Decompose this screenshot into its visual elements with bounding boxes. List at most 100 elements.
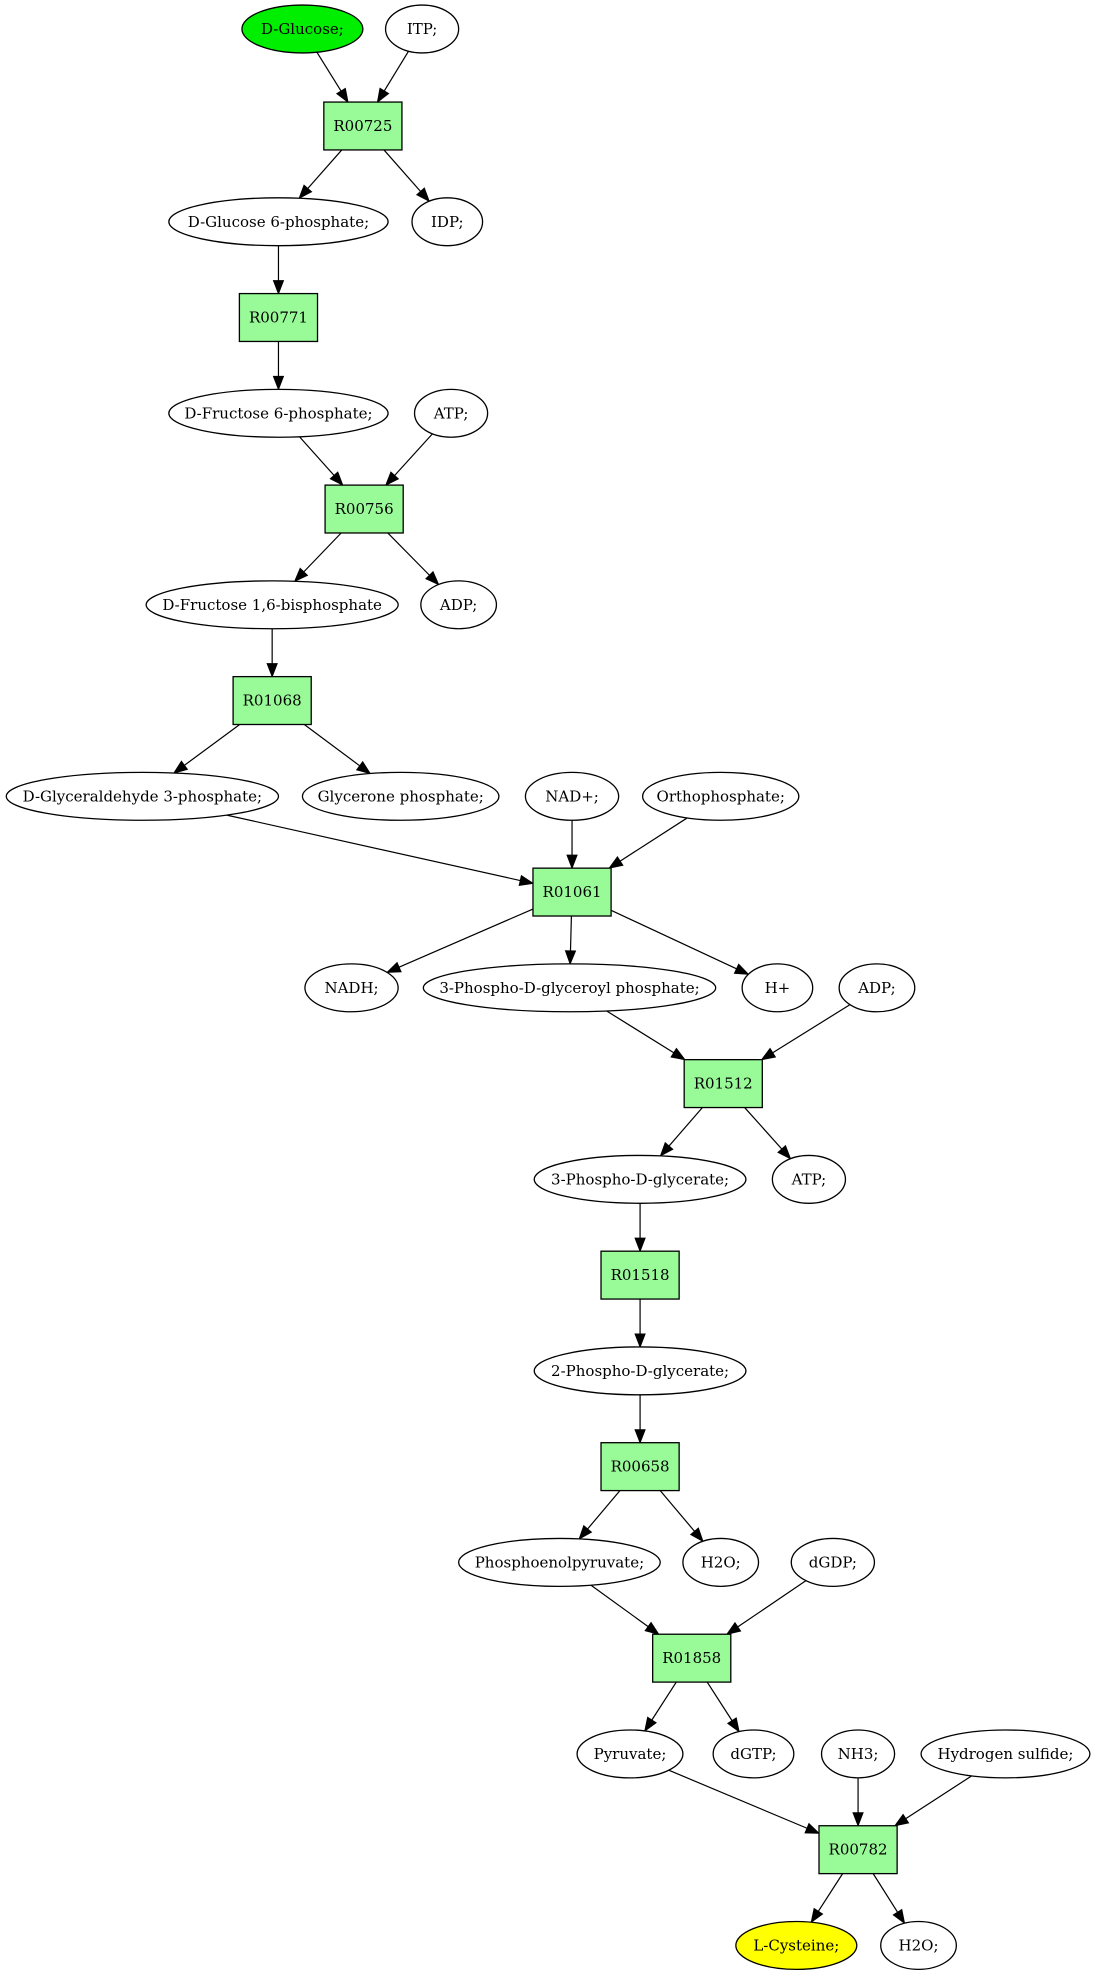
- reaction-node-r01068[interactable]: R01068: [232, 675, 312, 726]
- edge-r00782-to-c_cys: [810, 1873, 844, 1924]
- edge-line: [398, 908, 534, 968]
- reaction-node-r01518[interactable]: R01518: [600, 1250, 680, 1300]
- reaction-box: [532, 867, 612, 917]
- compound-node-c_pyr[interactable]: Pyruvate;: [576, 1729, 684, 1779]
- reaction-box: [683, 1059, 763, 1109]
- compound-node-c_g6p[interactable]: D-Glucose 6-phosphate;: [168, 197, 389, 247]
- compound-ellipse: [771, 1154, 847, 1204]
- node-label: R00771: [249, 309, 308, 327]
- compound-ellipse: [145, 580, 399, 630]
- compound-node-c_atp2[interactable]: ATP;: [771, 1154, 847, 1204]
- compound-ellipse: [712, 1729, 795, 1779]
- compound-node-c_pi[interactable]: Orthophosphate;: [641, 771, 800, 821]
- compound-node-c_pep[interactable]: Phosphoenolpyruvate;: [457, 1537, 661, 1587]
- compound-node-c_atp1[interactable]: ATP;: [413, 388, 489, 438]
- reaction-node-r00756[interactable]: R00756: [324, 484, 404, 534]
- edge-line: [668, 1107, 703, 1147]
- edge-line: [383, 149, 422, 192]
- compound-node-c_h[interactable]: H+: [741, 963, 814, 1013]
- edge-r01068-to-c_dhap: [303, 724, 372, 775]
- compound-node-c_fbp[interactable]: D-Fructose 1,6-bisphosphate: [145, 580, 399, 630]
- compound-node-c_3pg[interactable]: 3-Phospho-D-glycerate;: [533, 1154, 747, 1204]
- compound-node-c_nadh[interactable]: NADH;: [304, 963, 399, 1013]
- node-label: R00782: [829, 1841, 888, 1859]
- compound-node-c_bpg[interactable]: 3-Phospho-D-glyceroyl phosphate;: [422, 963, 717, 1013]
- node-label: NADH;: [324, 979, 378, 997]
- reaction-node-r00782[interactable]: R00782: [818, 1825, 898, 1875]
- arrowhead-icon: [518, 874, 535, 887]
- edge-r01068-to-c_gap: [172, 724, 241, 774]
- reaction-node-r01512[interactable]: R01512: [683, 1059, 763, 1109]
- compound-ellipse: [838, 963, 916, 1013]
- reaction-node-r01061[interactable]: R01061: [532, 867, 612, 917]
- reaction-box: [232, 675, 312, 726]
- edge-c_3pg-to-r01518: [634, 1203, 646, 1253]
- compound-node-c_glucose[interactable]: D-Glucose;: [241, 4, 364, 54]
- edge-line: [651, 1681, 677, 1721]
- arrowhead-icon: [566, 854, 578, 870]
- node-label: ADP;: [857, 979, 895, 997]
- node-label: H2O;: [701, 1553, 741, 1571]
- arrowhead-icon: [689, 1527, 704, 1543]
- compound-ellipse: [682, 1537, 760, 1587]
- arrowhead-icon: [852, 1812, 864, 1828]
- edge-c_pyr-to-r00782: [668, 1769, 821, 1834]
- edge-line: [659, 1490, 696, 1532]
- node-label: R00725: [333, 117, 392, 135]
- edge-line: [590, 1584, 649, 1628]
- compound-node-c_itp[interactable]: ITP;: [384, 4, 460, 54]
- compound-ellipse: [411, 197, 484, 247]
- compound-node-c_idp[interactable]: IDP;: [411, 197, 484, 247]
- reaction-node-r00725[interactable]: R00725: [323, 101, 403, 151]
- compound-ellipse: [241, 4, 364, 54]
- arrowhead-icon: [634, 1237, 646, 1253]
- node-label: R01068: [243, 692, 302, 710]
- reaction-box: [600, 1250, 680, 1300]
- compound-node-c_2pg[interactable]: 2-Phospho-D-glycerate;: [533, 1346, 747, 1396]
- compound-ellipse: [533, 1154, 747, 1204]
- arrowhead-icon: [634, 1333, 646, 1349]
- arrowhead-icon: [804, 1822, 821, 1834]
- edge-r01061-to-c_bpg: [564, 916, 577, 966]
- compound-node-c_cys[interactable]: L-Cysteine;: [735, 1920, 858, 1971]
- edge-c_itp-to-r00725: [376, 50, 410, 104]
- arrowhead-icon: [266, 663, 278, 679]
- node-label: D-Fructose 6-phosphate;: [184, 404, 372, 422]
- node-label: Phosphoenolpyruvate;: [475, 1553, 644, 1571]
- edge-line: [606, 1010, 675, 1054]
- compound-node-c_h2o2[interactable]: H2O;: [880, 1920, 957, 1971]
- edge-c_dgdp-to-r01858: [725, 1580, 807, 1636]
- arrowhead-icon: [384, 471, 400, 487]
- arrowhead-icon: [726, 1717, 740, 1733]
- compound-ellipse: [384, 4, 460, 54]
- compound-node-c_adp2[interactable]: ADP;: [838, 963, 916, 1013]
- reaction-node-r01858[interactable]: R01858: [652, 1633, 732, 1683]
- compound-node-c_dgdp[interactable]: dGDP;: [790, 1537, 876, 1587]
- node-label: D-Glucose;: [261, 20, 344, 38]
- edge-r00658-to-c_pep: [578, 1490, 621, 1540]
- compound-ellipse: [641, 771, 800, 821]
- compound-node-c_f6p[interactable]: D-Fructose 6-phosphate;: [168, 388, 389, 438]
- edge-c_nh3-to-r00782: [852, 1777, 864, 1828]
- reaction-box: [323, 101, 403, 151]
- arrowhead-icon: [634, 1429, 646, 1445]
- arrowhead-icon: [608, 856, 624, 869]
- compound-ellipse: [741, 963, 814, 1013]
- arrowhead-icon: [670, 1047, 686, 1061]
- edge-c_g6p-to-r00771: [272, 245, 285, 295]
- compound-node-c_gap[interactable]: D-Glyceraldehyde 3-phosphate;: [5, 771, 280, 821]
- edge-r00658-to-c_h2o1: [659, 1490, 704, 1543]
- compound-node-c_dgtp[interactable]: dGTP;: [712, 1729, 795, 1779]
- compound-ellipse: [168, 197, 389, 247]
- reaction-node-r00771[interactable]: R00771: [238, 292, 319, 343]
- edge-r00756-to-c_fbp: [293, 532, 342, 583]
- compound-node-c_h2s[interactable]: Hydrogen sulfide;: [920, 1729, 1091, 1779]
- compound-node-c_nh3[interactable]: NH3;: [820, 1729, 896, 1779]
- reaction-node-r00658[interactable]: R00658: [600, 1442, 680, 1492]
- reaction-box: [600, 1442, 680, 1492]
- compound-node-c_nad[interactable]: NAD+;: [524, 771, 620, 821]
- compound-node-c_h2o1[interactable]: H2O;: [682, 1537, 760, 1587]
- compound-node-c_dhap[interactable]: Glycerone phosphate;: [301, 771, 500, 821]
- compound-node-c_adp1[interactable]: ADP;: [420, 580, 498, 630]
